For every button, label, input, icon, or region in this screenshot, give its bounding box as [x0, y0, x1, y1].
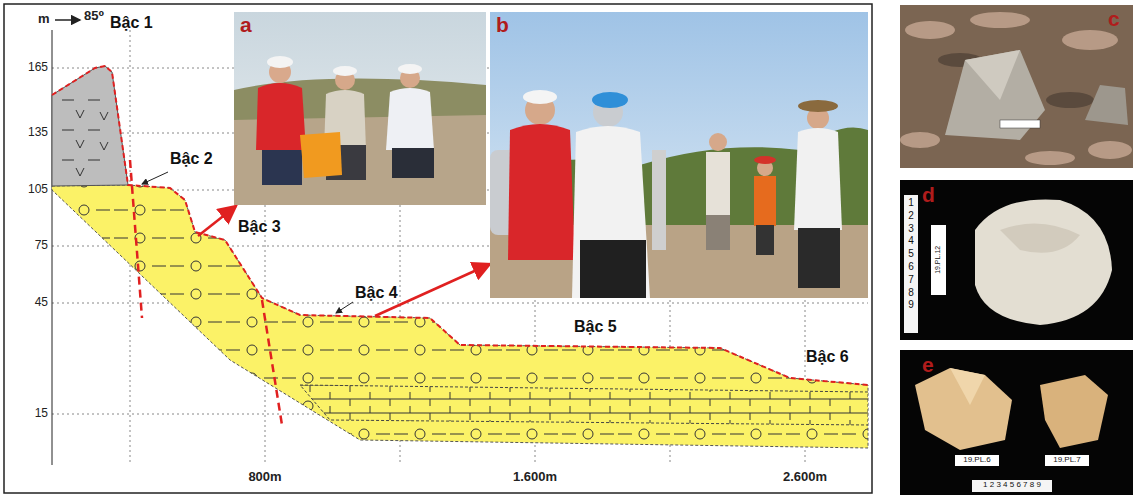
- ruler-scale: 1 2 3 4 5 6 7 8 9: [908, 197, 914, 312]
- photo-letter: e: [922, 353, 934, 376]
- terrace-label: Bậc 2: [170, 150, 213, 168]
- axis-distance: 1.600m: [513, 470, 557, 484]
- axis-number: 15: [35, 407, 48, 420]
- ruler-scale: 1 2 3 4 5 6 7 8 9: [983, 481, 1041, 490]
- photo-letter: b: [496, 13, 509, 36]
- direction-label: 85⁰: [84, 9, 104, 23]
- axis-number: 165: [28, 61, 48, 74]
- photo-letter: d: [922, 183, 935, 206]
- specimen-tag: 19.PL.7: [1053, 456, 1081, 465]
- specimen-tag: 19.PL.12: [935, 246, 943, 274]
- terrace-label: Bậc 3: [238, 218, 281, 236]
- terrace-label: Bậc 5: [574, 318, 617, 336]
- terrace-label: Bậc 4: [355, 284, 398, 302]
- photo-letter: c: [1108, 7, 1120, 30]
- axis-number: 135: [28, 126, 48, 139]
- photo-letter: a: [240, 13, 252, 36]
- axis-number: 75: [35, 239, 48, 252]
- axis-distance: 800m: [248, 470, 281, 484]
- terrace-label: Bậc 6: [806, 348, 849, 366]
- axis-number: 45: [35, 296, 48, 309]
- axis-number: 105: [28, 183, 48, 196]
- terrace-label: Bậc 1: [110, 14, 153, 32]
- specimen-tag: 19.PL.6: [963, 456, 991, 465]
- axis-unit: m: [38, 12, 50, 26]
- axis-distance: 2.600m: [783, 470, 827, 484]
